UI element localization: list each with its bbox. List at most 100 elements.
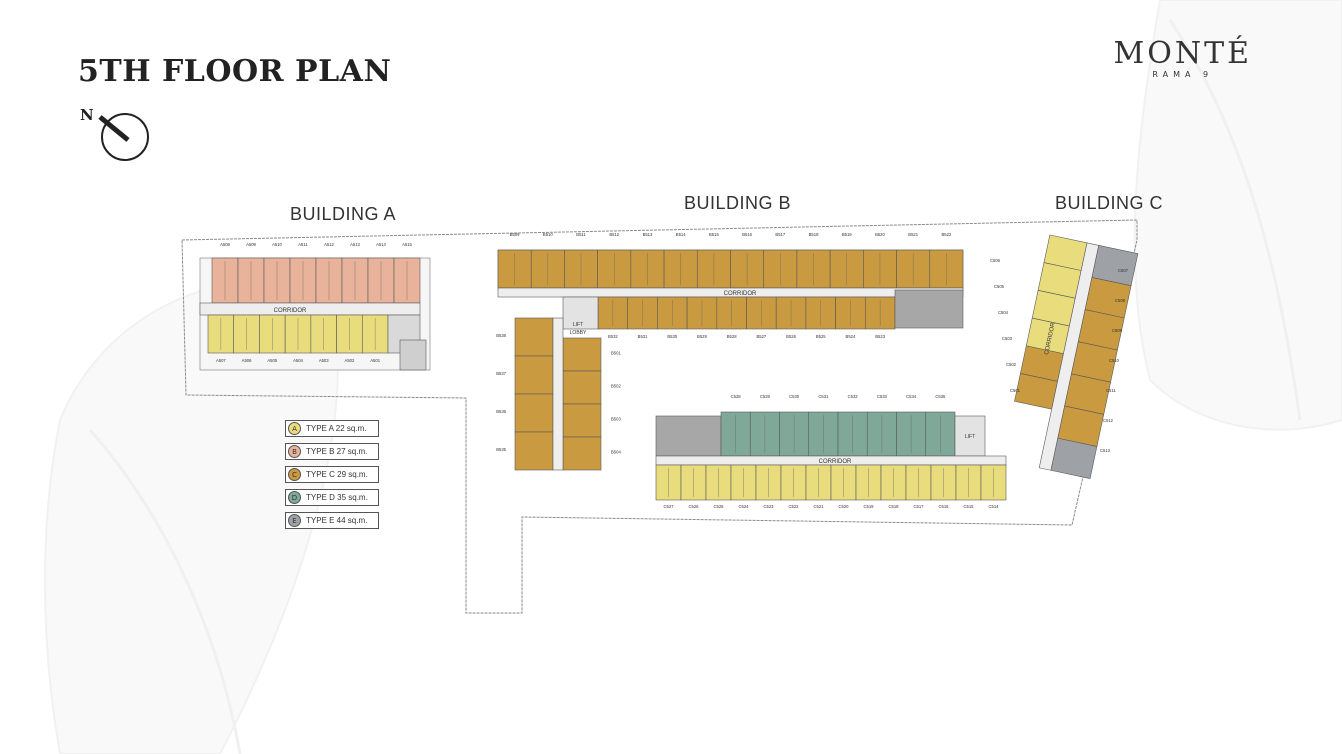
building-b-leg-corridor (552, 317, 564, 471)
building-c-type-e-west (655, 415, 722, 457)
unit-label-c526: C526 (688, 504, 699, 509)
unit-label-a503: A503 (319, 358, 329, 363)
building-c-label: BUILDING C (1055, 193, 1164, 213)
unit-label-b532: B532 (608, 334, 618, 339)
unit-label-b527: B527 (756, 334, 766, 339)
building-c-corridor-label: CORRIDOR (819, 459, 852, 465)
building-b-lift-label: LIFT (573, 322, 583, 328)
unit-label-c519: C519 (863, 504, 874, 509)
legend-swatch-a: A (288, 422, 301, 435)
building-c-lift-label: LIFT (965, 434, 975, 440)
unit-b537 (514, 355, 554, 395)
unit-label-b521: B521 (908, 232, 918, 237)
unit-label-c509: C509 (1112, 328, 1123, 333)
legend-item-type-c: C TYPE C 29 sq.m. (285, 466, 379, 483)
unit-label-c525: C525 (713, 504, 724, 509)
brand-logo: MONTÉ RAMA 9 (1113, 36, 1252, 80)
leaf-watermark-right (1133, 0, 1342, 431)
unit-label-a515: A515 (402, 242, 412, 247)
unit-b536 (514, 393, 554, 433)
unit-label-c517: C517 (913, 504, 924, 509)
unit-label-a502: A502 (345, 358, 355, 363)
legend-label-b: TYPE B 27 sq.m. (306, 447, 368, 456)
unit-label-c512: C512 (1103, 418, 1114, 423)
legend-item-type-e: E TYPE E 44 sq.m. (285, 512, 379, 529)
unit-label-a514: A514 (376, 242, 386, 247)
building-c-tower (1014, 234, 1139, 479)
unit-label-c520: C520 (838, 504, 849, 509)
unit-label-c522: C522 (788, 504, 799, 509)
unit-label-b501: B501 (611, 351, 621, 356)
unit-label-b522: B522 (942, 232, 952, 237)
unit-label-a513: A513 (350, 242, 360, 247)
unit-label-b524: B524 (846, 334, 856, 339)
unit-label-b535: B535 (496, 447, 506, 452)
unit-label-c514: C514 (988, 504, 999, 509)
unit-label-c523: C523 (763, 504, 774, 509)
legend-swatch-c: C (288, 468, 301, 481)
building-a-corridor-label: CORRIDOR (274, 308, 307, 314)
unit-b535 (514, 431, 554, 471)
unit-label-b529: B529 (697, 334, 707, 339)
unit-b504 (562, 436, 602, 471)
building-b-type-e-corner (894, 289, 964, 329)
unit-label-c529: C529 (760, 394, 771, 399)
unit-label-c507: C507 (1118, 268, 1129, 273)
unit-label-c530: C530 (789, 394, 800, 399)
legend-label-e: TYPE E 44 sq.m. (306, 516, 368, 525)
unit-label-b538: B538 (496, 333, 506, 338)
unit-label-a510: A510 (272, 242, 282, 247)
unit-label-c511: C511 (1106, 388, 1116, 393)
unit-label-c516: C516 (938, 504, 949, 509)
unit-label-b525: B525 (816, 334, 826, 339)
unit-label-c533: C533 (877, 394, 888, 399)
brand-name: MONTÉ (1113, 36, 1252, 71)
unit-label-a509: A509 (246, 242, 256, 247)
unit-label-b502: B502 (611, 384, 621, 389)
legend-swatch-b: B (288, 445, 301, 458)
unit-label-b531: B531 (638, 334, 648, 339)
unit-label-c535: C535 (935, 394, 946, 399)
unit-label-b514: B514 (676, 232, 686, 237)
north-arrow-icon (98, 113, 149, 161)
unit-type-legend: A TYPE A 22 sq.m. B TYPE B 27 sq.m. C TY… (285, 420, 379, 535)
unit-label-b503: B503 (611, 417, 621, 422)
unit-label-b510: B510 (543, 232, 553, 237)
unit-label-b526: B526 (786, 334, 796, 339)
legend-swatch-e: E (288, 514, 301, 527)
unit-label-b528: B528 (727, 334, 737, 339)
unit-label-b517: B517 (775, 232, 785, 237)
building-c-lift (954, 415, 986, 457)
compass-label: N (80, 106, 94, 124)
building-a-corridor (199, 302, 421, 316)
unit-label-b515: B515 (709, 232, 719, 237)
building-b-corridor-label: CORRIDOR (724, 291, 757, 297)
building-a-stair (399, 339, 427, 371)
legend-label-c: TYPE C 29 sq.m. (306, 470, 368, 479)
unit-label-c515: C515 (963, 504, 974, 509)
unit-label-b511: B511 (576, 232, 586, 237)
unit-label-a505: A505 (267, 358, 277, 363)
unit-label-b518: B518 (809, 232, 819, 237)
unit-label-c528: C528 (731, 394, 742, 399)
unit-label-c508: C508 (1115, 298, 1126, 303)
page-title: 5TH FLOOR PLAN (78, 54, 392, 89)
unit-label-a508: A508 (220, 242, 230, 247)
unit-label-a511: A511 (298, 242, 308, 247)
unit-label-b509: B509 (510, 232, 520, 237)
unit-label-c527: C527 (663, 504, 674, 509)
unit-label-c510: C510 (1109, 358, 1120, 363)
unit-label-c524: C524 (738, 504, 749, 509)
unit-label-b519: B519 (842, 232, 852, 237)
unit-label-a504: A504 (293, 358, 303, 363)
unit-label-b523: B523 (875, 334, 885, 339)
unit-label-a512: A512 (324, 242, 334, 247)
unit-label-c532: C532 (848, 394, 859, 399)
unit-label-c531: C531 (818, 394, 829, 399)
unit-label-b504: B504 (611, 450, 621, 455)
unit-label-a501: A501 (370, 358, 380, 363)
unit-label-c534: C534 (906, 394, 917, 399)
unit-label-a507: A507 (216, 358, 226, 363)
